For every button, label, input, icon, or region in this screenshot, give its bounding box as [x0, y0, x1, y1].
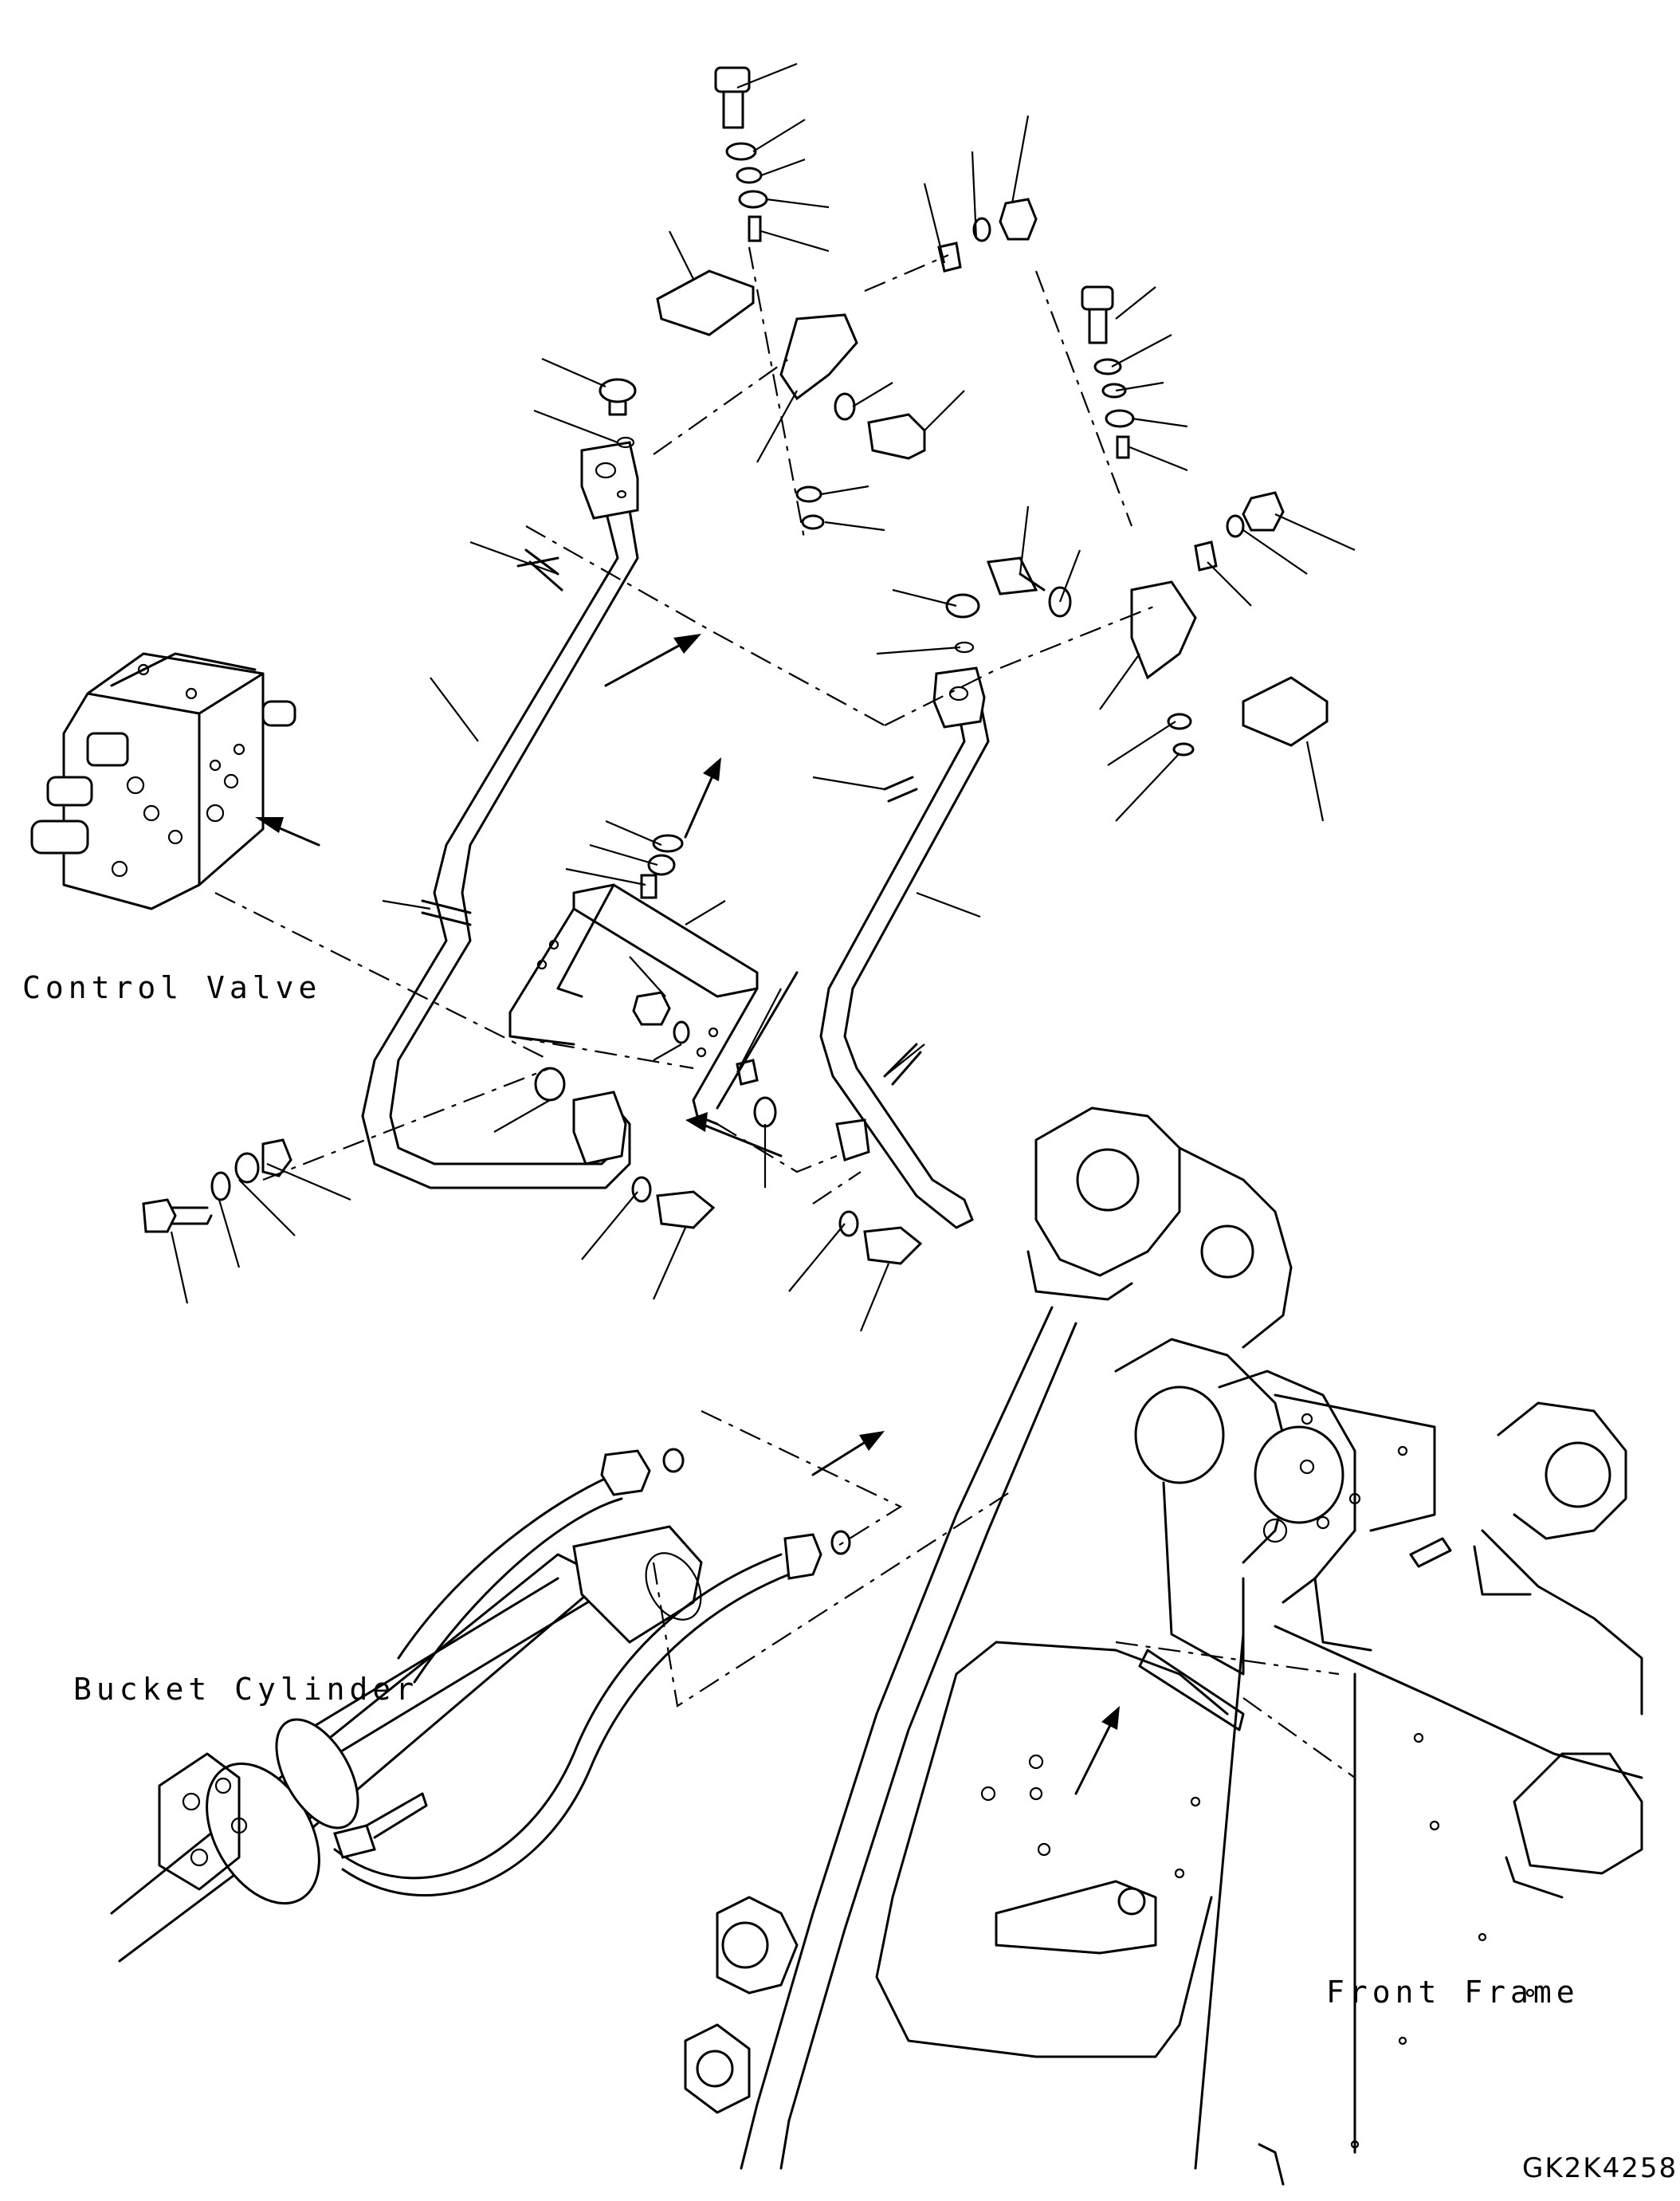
- drawing-code-label: GK2K4258: [1522, 2152, 1678, 2184]
- bucket-cylinder-drawing: [110, 1448, 851, 1963]
- upper-right-clamp-assembly: [945, 285, 1329, 757]
- control-valve-label: Control Valve: [22, 970, 322, 1005]
- front-frame-label: Front Frame: [1326, 1975, 1580, 2010]
- right-hydraulic-tube: [819, 666, 990, 1229]
- tube-mounting-bracket: [508, 883, 759, 1126]
- front-frame-drawing: [684, 1106, 1643, 2186]
- upper-left-clamp-assembly: [516, 66, 1038, 568]
- direction-arrows: [255, 634, 1120, 1795]
- control-valve-drawing: [30, 652, 296, 910]
- routing-reference-lines: [214, 246, 1356, 1802]
- left-hydraulic-tube: [361, 441, 639, 1189]
- bucket-cylinder-label: Bucket Cylinder: [73, 1672, 419, 1707]
- center-small-parts: [142, 834, 923, 1265]
- callout-leader-lines: [170, 62, 1356, 1332]
